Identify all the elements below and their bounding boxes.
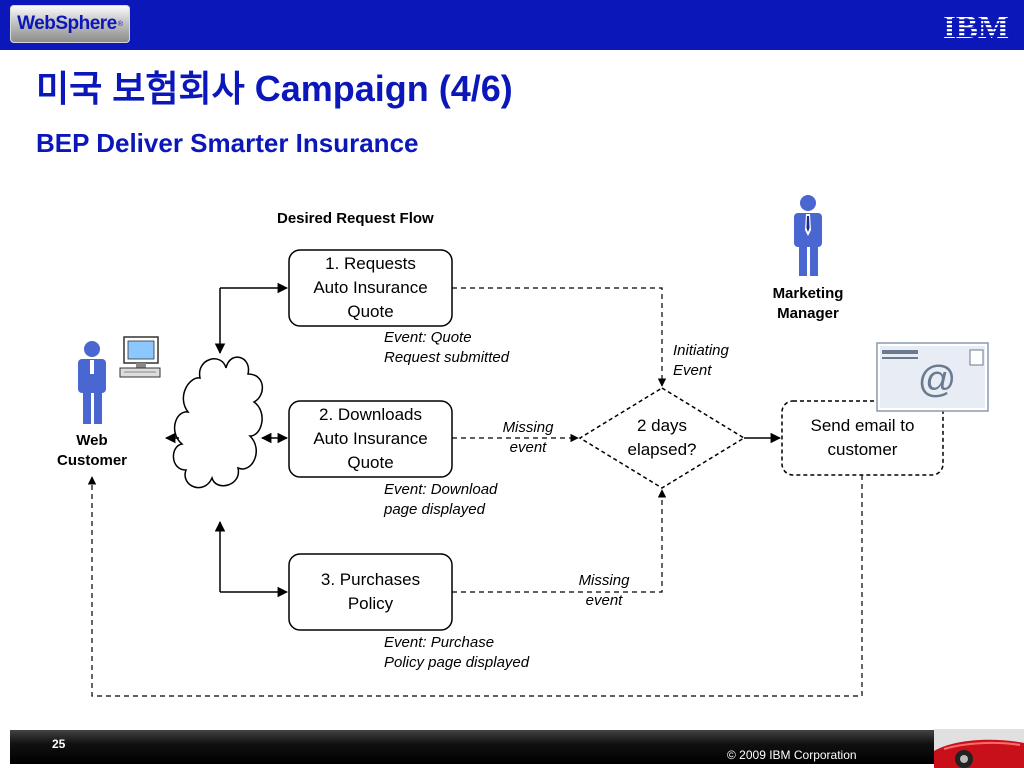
marketing-manager-person-icon <box>794 195 822 276</box>
decision-text: 2 days elapsed? <box>627 416 697 459</box>
websphere-logo: WebSphere® <box>10 5 130 43</box>
step-2-event-label: Event: Download page displayed <box>384 481 498 518</box>
ibm-logo: IBM <box>943 10 1009 41</box>
car-image <box>934 729 1024 768</box>
header-bar: WebSphere® IBM <box>0 0 1024 50</box>
web-customer-person-icon <box>78 341 106 424</box>
initiating-event-label: Initiating Event <box>673 342 729 379</box>
action-text: Send email to customer <box>810 416 915 459</box>
websphere-logo-text: WebSphere <box>17 13 117 34</box>
footer-bar <box>10 730 934 764</box>
page-number: 25 <box>52 737 66 751</box>
ibm-logo-text: IBM <box>943 10 1009 41</box>
page-title: 미국 보험회사 Campaign (4/6) <box>36 68 513 109</box>
page-subtitle: BEP Deliver Smarter Insurance <box>36 128 419 158</box>
step-2-box <box>288 400 453 478</box>
email-envelope-icon: @ <box>876 342 989 412</box>
step-2-text: 2. Downloads Auto Insurance Quote <box>313 405 428 472</box>
email-at-symbol: @ <box>918 359 957 401</box>
copyright-text: © 2009 IBM Corporation <box>727 748 857 762</box>
internet-cloud-icon <box>172 356 263 489</box>
missing-event-label-2: Missing event <box>578 572 630 609</box>
decision-diamond <box>578 387 746 489</box>
diagram-heading: Desired Request Flow <box>277 210 434 227</box>
websphere-logo-mark: ® <box>117 20 123 28</box>
web-customer-label: Web Customer <box>56 432 127 469</box>
step-3-text: 3. Purchases Policy <box>320 570 421 613</box>
computer-icon <box>119 336 161 378</box>
step-1-text: 1. Requests Auto Insurance Quote <box>313 254 428 321</box>
step-1-event-label: Event: Quote Request submitted <box>384 329 510 366</box>
marketing-manager-label: Marketing Manager <box>772 285 844 322</box>
step-3-event-label: Event: Purchase Policy page displayed <box>384 634 530 671</box>
missing-event-label-1: Missing event <box>502 419 554 456</box>
